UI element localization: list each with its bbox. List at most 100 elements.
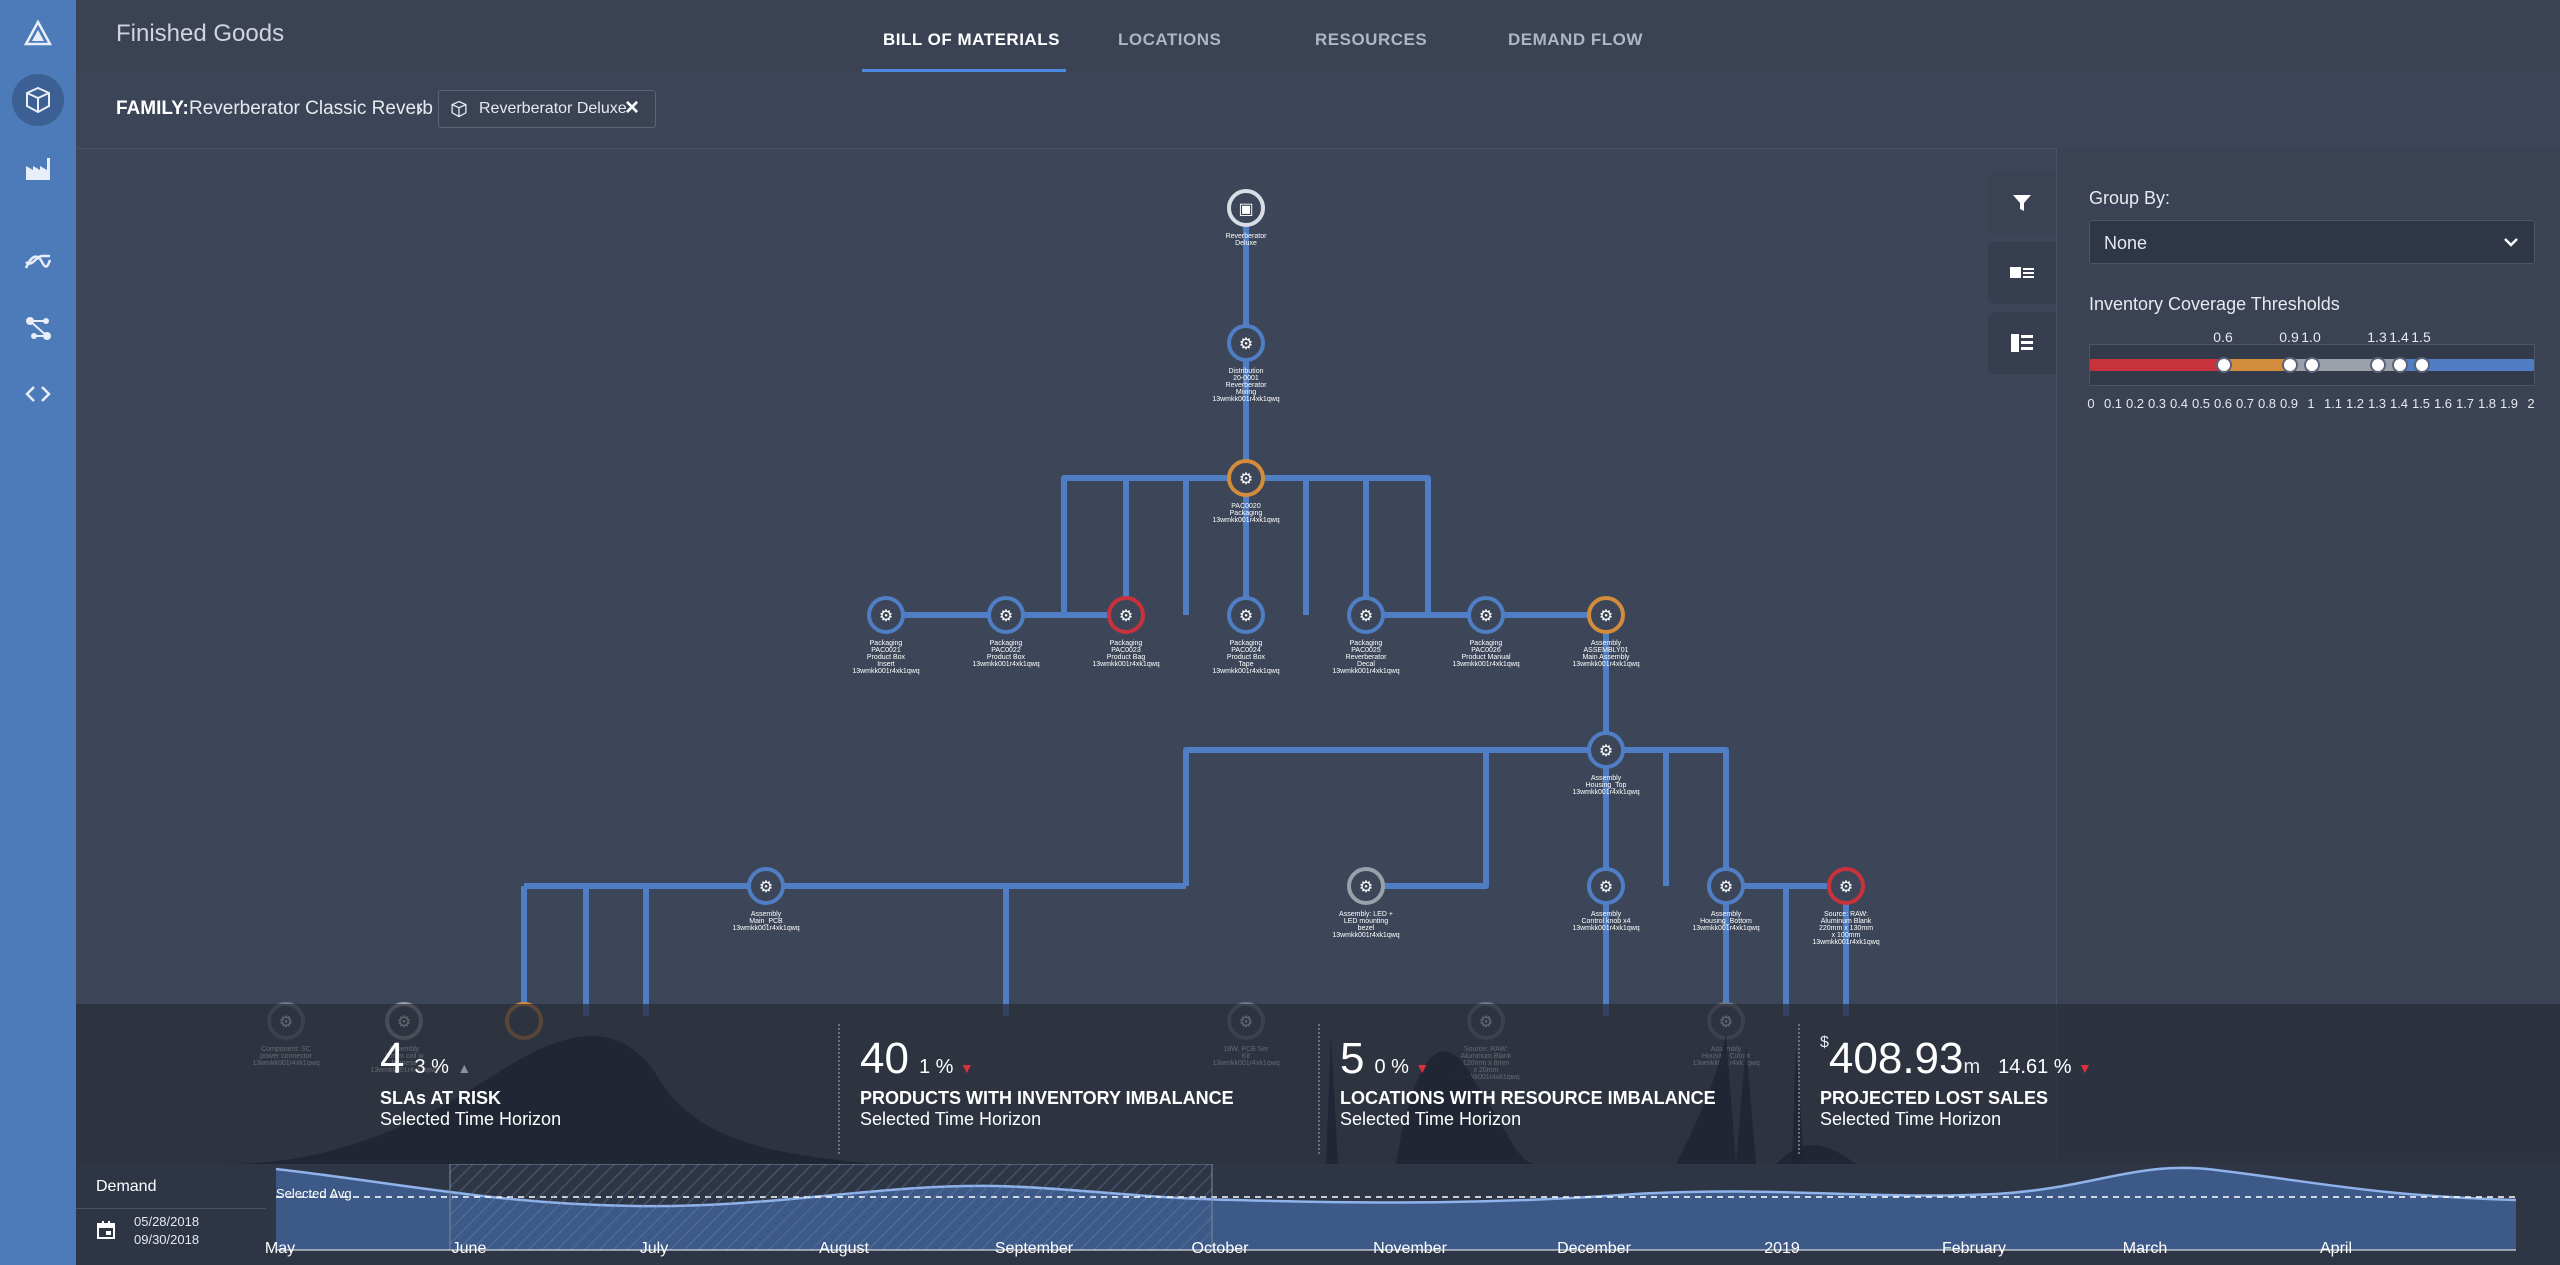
- card-view-button[interactable]: [1988, 242, 2056, 304]
- bom-node-label: Product Box: [1227, 654, 1266, 661]
- bom-node-label: 220mm x 130mm: [1819, 925, 1873, 932]
- bom-node-label: Distribution: [1228, 368, 1263, 375]
- kpi-title: SLAs AT RISK: [380, 1088, 502, 1108]
- cube-icon[interactable]: [12, 74, 64, 126]
- bom-node[interactable]: ⚙Distribution20-0001ReverberatorMixing13…: [1212, 324, 1280, 403]
- timeline-month-label: April: [2319, 1240, 2353, 1257]
- bom-node[interactable]: ⚙PackagingPAC0025ReverberatorDecal13wmkk…: [1332, 596, 1400, 675]
- bom-node-label: 13wmkk001r4xk1qwq: [852, 668, 919, 675]
- tab-resources[interactable]: RESOURCES: [1315, 30, 1428, 49]
- bom-node-circle[interactable]: [1227, 459, 1265, 497]
- bom-node-circle[interactable]: [1827, 867, 1865, 905]
- threshold-handle[interactable]: [2414, 357, 2430, 373]
- kpi-value-prefix: $: [1820, 1034, 1829, 1051]
- threshold-handle[interactable]: [2370, 357, 2386, 373]
- bom-node-circle[interactable]: [1227, 596, 1265, 634]
- date-range-end[interactable]: 09/30/2018: [134, 1232, 200, 1247]
- bom-node-label: Packaging: [1470, 640, 1503, 647]
- family-link[interactable]: Reverberator Classic Reverb: [189, 98, 433, 119]
- threshold-slider[interactable]: [2086, 344, 2538, 386]
- chevron-right-icon: ›: [416, 96, 424, 121]
- threshold-handle[interactable]: [2392, 357, 2408, 373]
- threshold-handle[interactable]: [2304, 357, 2320, 373]
- bom-node-label: PAC0025: [1351, 647, 1381, 654]
- bom-node-label: Packaging: [1350, 640, 1383, 647]
- tab-bill-of-materials[interactable]: BILL OF MATERIALS: [883, 30, 1060, 49]
- panel-list-icon: [2011, 334, 2033, 352]
- bom-node-circle[interactable]: [987, 596, 1025, 634]
- gear-icon: ⚙: [1839, 879, 1853, 896]
- bom-node-circle[interactable]: [1707, 867, 1745, 905]
- breadcrumb: FAMILY: Reverberator Classic Reverb › Re…: [76, 72, 2056, 149]
- bom-node-circle[interactable]: [1467, 596, 1505, 634]
- close-icon[interactable]: ×: [625, 94, 640, 121]
- threshold-tick-label: 1.8: [2477, 396, 2497, 411]
- demand-flow-icon[interactable]: [12, 236, 64, 288]
- bom-node-circle[interactable]: [1347, 867, 1385, 905]
- demand-sparkline: [275, 1164, 2517, 1251]
- network-icon[interactable]: [12, 302, 64, 354]
- bom-node-circle[interactable]: [1347, 596, 1385, 634]
- threshold-tick-label: 1.4: [2389, 396, 2409, 411]
- bom-node-circle[interactable]: [1587, 596, 1625, 634]
- product-chip[interactable]: Reverberator Deluxe ×: [438, 90, 656, 128]
- logo-icon[interactable]: [12, 8, 64, 60]
- threshold-tick-label: 0.8: [2257, 396, 2277, 411]
- bom-node-label: Deluxe: [1235, 240, 1257, 247]
- bom-node-label: bezel: [1358, 925, 1375, 932]
- bom-node-circle[interactable]: [1227, 324, 1265, 362]
- group-by-select[interactable]: None: [2089, 220, 2535, 264]
- kpi-background-curves: [226, 1034, 1856, 1164]
- tab-locations[interactable]: LOCATIONS: [1118, 30, 1222, 49]
- timeline-month-label: November: [1373, 1240, 1447, 1257]
- bom-node-circle[interactable]: [1587, 731, 1625, 769]
- bom-node-label: Reverberator: [1226, 382, 1268, 389]
- bom-node-circle[interactable]: [1587, 867, 1625, 905]
- timeline-month-label: October: [1191, 1240, 1249, 1257]
- bom-node-circle[interactable]: [1227, 189, 1265, 227]
- bom-node[interactable]: ⚙Assembly: LED +LED mountingbezel13wmkk0…: [1332, 867, 1400, 939]
- bom-node-circle[interactable]: [1107, 596, 1145, 634]
- calendar-icon[interactable]: [96, 1220, 116, 1245]
- tab-demand-flow[interactable]: DEMAND FLOW: [1508, 30, 1643, 49]
- threshold-handle[interactable]: [2216, 357, 2232, 373]
- bom-node-label: 13wmkk001r4xk1qwq: [1692, 925, 1759, 932]
- factory-icon[interactable]: [12, 142, 64, 194]
- date-range-start[interactable]: 05/28/2018: [134, 1214, 200, 1229]
- kpi-subtitle: Selected Time Horizon: [1340, 1109, 1522, 1129]
- gear-icon: ⚙: [1239, 336, 1253, 353]
- threshold-tick-label: 0.7: [2235, 396, 2255, 411]
- code-icon[interactable]: [12, 368, 64, 420]
- thresholds-label: Inventory Coverage Thresholds: [2089, 294, 2340, 314]
- bom-node-label: PAC0021: [871, 647, 901, 654]
- threshold-handle[interactable]: [2282, 357, 2298, 373]
- list-view-button[interactable]: [1988, 312, 2056, 374]
- triangle-neutral-icon: ▲: [457, 1060, 472, 1076]
- gear-icon: ⚙: [1239, 471, 1253, 488]
- threshold-tick-label: 2: [2527, 396, 2535, 411]
- bom-node-circle[interactable]: [747, 867, 785, 905]
- threshold-handle-label: 1.0: [2301, 329, 2321, 345]
- triangle-down-icon: ▼: [959, 1060, 974, 1076]
- kpi-percent: 14.61 %: [1998, 1056, 2072, 1078]
- bom-node-circle[interactable]: [867, 596, 905, 634]
- filter-button[interactable]: [1988, 172, 2056, 234]
- gear-icon: ⚙: [1359, 879, 1373, 896]
